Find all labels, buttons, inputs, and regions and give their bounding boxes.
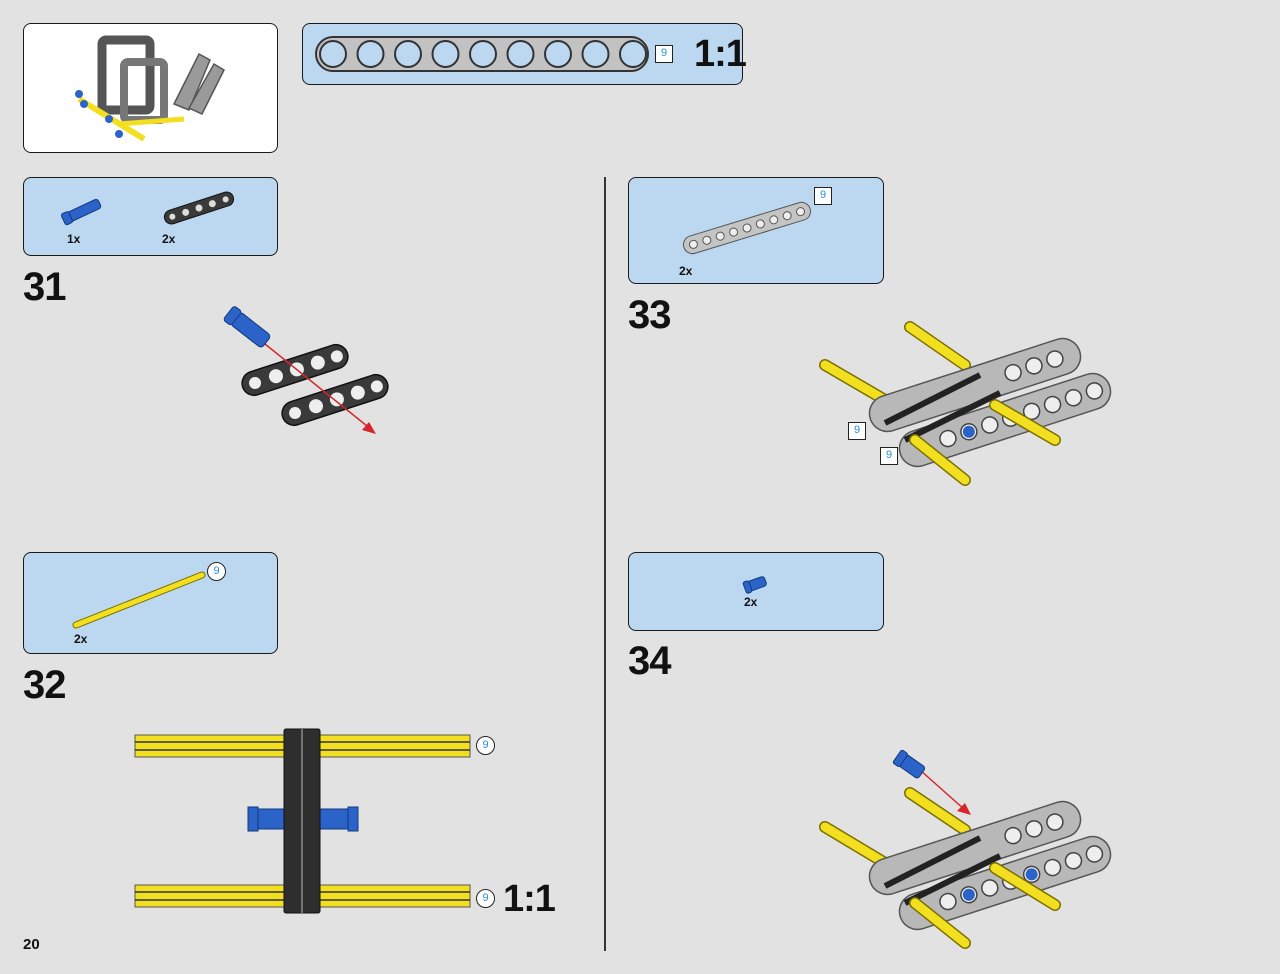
step-31-parts-panel: 1x 2x: [23, 177, 278, 256]
ruler-hole: [619, 40, 647, 68]
step-33-assembly-image: [819, 321, 1112, 486]
step-32-part-1-qty: 2x: [74, 632, 88, 646]
step-34-assembly-image: [819, 749, 1112, 949]
step-33-part-1-qty: 2x: [679, 264, 693, 278]
beam-length-label: 9: [655, 45, 673, 63]
step-32-callout-length-bottom: 9: [476, 889, 495, 908]
step-31-part-2-qty: 2x: [162, 232, 176, 246]
step-33-number: 33: [628, 293, 671, 337]
ruler-hole: [356, 40, 385, 68]
step-34-number: 34: [628, 639, 671, 683]
step-34-part-1-qty: 2x: [744, 595, 758, 609]
step-32-assembly-image: [134, 728, 471, 914]
step-33-callout-length-bottom: 9: [880, 447, 898, 465]
step-31-number: 31: [23, 265, 66, 309]
ruler-hole: [431, 40, 460, 68]
step-32-part-length-label: 9: [207, 562, 226, 581]
ruler-hole: [394, 40, 422, 68]
ruler-hole: [581, 40, 610, 68]
step-33-parts-panel: 9 2x: [628, 177, 884, 284]
model-preview-image: [75, 35, 225, 142]
ruler-scale-label: 1:1: [694, 33, 747, 75]
step-31-parts-image: [60, 191, 235, 226]
step-34-parts-panel: 2x: [628, 552, 884, 631]
step-31-assembly-image: [223, 306, 389, 434]
column-divider: [604, 177, 606, 951]
beam-ruler-image: [315, 36, 649, 72]
step-31-part-1-qty: 1x: [67, 232, 81, 246]
model-preview-panel: [23, 23, 278, 153]
step-33-parts-image: [682, 201, 812, 255]
step-32-number: 32: [23, 663, 66, 707]
step-32-parts-image: [72, 571, 206, 629]
step-33-part-length-label: 9: [814, 187, 832, 205]
beam-ruler-panel: 9 1:1: [302, 23, 747, 85]
step-34-parts-image: [742, 576, 767, 594]
ruler-hole: [506, 40, 535, 68]
step-32-scale-label: 1:1: [503, 878, 556, 920]
ruler-hole: [544, 40, 572, 68]
page-number: 20: [23, 936, 40, 953]
ruler-hole: [319, 40, 347, 68]
step-33-callout-length-top: 9: [848, 422, 866, 440]
step-32-parts-panel: 9 2x: [23, 552, 278, 654]
ruler-hole: [469, 40, 497, 68]
step-32-callout-length-top: 9: [476, 736, 495, 755]
